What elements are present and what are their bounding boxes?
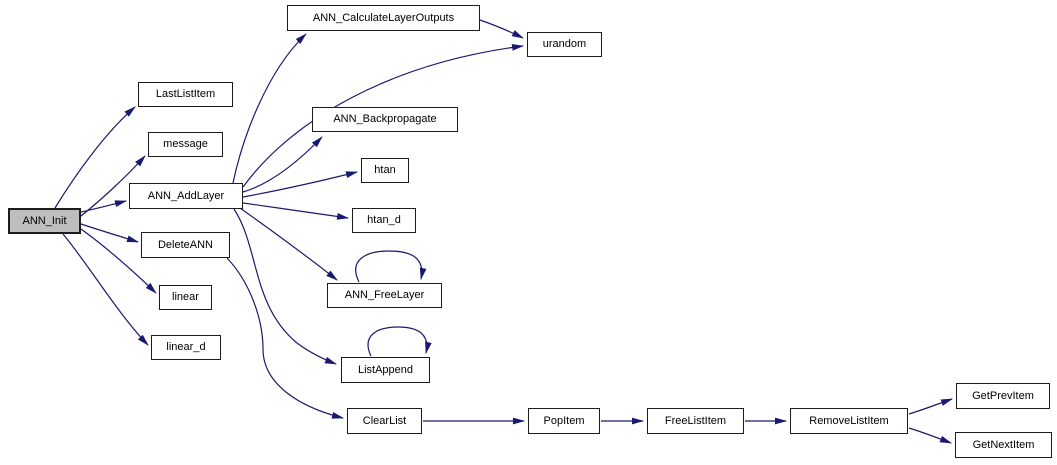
edge-ann-init-to-last-list-item <box>54 106 136 209</box>
node-linear-d[interactable]: linear_d <box>151 335 221 360</box>
edge-ann-add-layer-to-ann-free-layer <box>239 207 338 281</box>
node-delete-ann[interactable]: DeleteANN <box>141 232 230 258</box>
edge-remove-list-item-to-get-prev-item <box>908 398 953 415</box>
edge-ann-add-layer-to-htan <box>242 171 358 198</box>
node-last-list-item[interactable]: LastListItem <box>138 82 233 107</box>
edge-ann-add-layer-to-htan-d <box>242 202 349 220</box>
node-clear-list[interactable]: ClearList <box>347 408 422 434</box>
node-urandom[interactable]: urandom <box>527 32 602 57</box>
node-linear[interactable]: linear <box>159 285 212 310</box>
node-ann-calculate-layer-outputs[interactable]: ANN_CalculateLayerOutputs <box>287 5 480 31</box>
edge-ann-calculate-layer-outputs-to-urandom <box>479 19 524 39</box>
edge-ann-free-layer-self-loop <box>355 250 427 283</box>
node-ann-backpropagate[interactable]: ANN_Backpropagate <box>312 107 458 132</box>
edge-ann-add-layer-to-urandom <box>242 44 524 188</box>
edge-list-append-self-loop <box>367 326 432 357</box>
node-get-next-item[interactable]: GetNextItem <box>955 432 1052 458</box>
edge-ann-init-to-ann-add-layer <box>80 200 127 213</box>
node-get-prev-item[interactable]: GetPrevItem <box>956 383 1050 409</box>
edge-delete-ann-to-clear-list <box>226 257 344 419</box>
node-pop-item[interactable]: PopItem <box>528 408 600 434</box>
edge-remove-list-item-to-get-next-item <box>908 427 952 444</box>
edge-ann-add-layer-to-list-append <box>233 208 337 365</box>
edge-ann-init-to-delete-ann <box>80 223 139 243</box>
node-ann-free-layer[interactable]: ANN_FreeLayer <box>327 283 442 308</box>
edge-ann-add-layer-to-ann-backpropagate <box>242 136 323 193</box>
edge-ann-add-layer-to-ann-calculate-layer-outputs <box>232 33 307 184</box>
edge-ann-init-to-linear <box>80 228 157 294</box>
node-list-append[interactable]: ListAppend <box>341 357 430 383</box>
edge-ann-init-to-linear-d <box>62 233 149 346</box>
node-ann-add-layer[interactable]: ANN_AddLayer <box>129 183 243 209</box>
node-ann-init: ANN_Init <box>8 208 81 234</box>
node-free-list-item[interactable]: FreeListItem <box>647 408 744 434</box>
node-htan[interactable]: htan <box>361 158 409 183</box>
node-htan-d[interactable]: htan_d <box>352 208 416 233</box>
node-message[interactable]: message <box>148 132 223 157</box>
node-remove-list-item[interactable]: RemoveListItem <box>790 408 908 434</box>
